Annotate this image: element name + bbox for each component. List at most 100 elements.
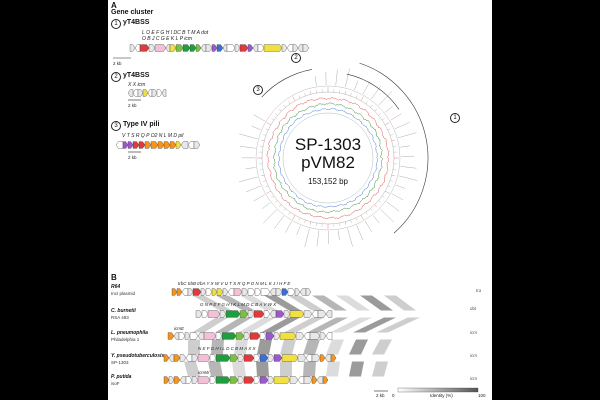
section-1-gene-24 xyxy=(286,44,294,52)
section-2-gene-labels: X X icm xyxy=(128,82,146,88)
section-1-gene-14 xyxy=(216,44,224,52)
plasmid-tick-21 xyxy=(309,221,312,225)
organism-2-sub: RSA 493 xyxy=(111,315,129,320)
section-1-gene-labels-bottom: O B J C G E K L P icm xyxy=(142,36,193,42)
homology-ribbon-1-3 xyxy=(261,317,300,333)
plasmid-annotation-leader-33 xyxy=(253,194,265,202)
plasmid-tick-7 xyxy=(381,195,385,198)
plasmid-tick-26 xyxy=(283,208,286,211)
homology-ribbon-1-1 xyxy=(215,317,252,333)
plasmid-annotation-leader-12 xyxy=(400,145,411,148)
organism-5-row-gene-20 xyxy=(316,376,324,384)
section-3-gene-5 xyxy=(144,141,152,149)
organism-1-row-gene-8 xyxy=(216,288,224,296)
figure: A Gene cluster 1 yT4BSS L O E F G H I DC… xyxy=(108,0,492,400)
plasmid-name-line1: SP-1303 xyxy=(294,135,362,154)
homology-ribbon-3-0 xyxy=(184,361,200,377)
plasmid-annotation-leader-8 xyxy=(384,106,393,113)
organism-1-row-gene-14 xyxy=(254,288,262,296)
section-2-gene-6 xyxy=(156,89,163,97)
organism-3-row-gene-14 xyxy=(273,332,281,340)
section-1-gene-22 xyxy=(263,44,283,52)
organism-1-row-gene-3 xyxy=(187,288,194,296)
homology-ribbon-3-7 xyxy=(349,361,364,377)
section-3-gene-10 xyxy=(175,141,182,149)
organism-5-row-gene-6 xyxy=(197,376,211,384)
plasmid-annotation-leader-24 xyxy=(337,230,340,241)
organism-5-genes: icmW xyxy=(198,370,210,375)
section-2-gene-1 xyxy=(132,89,139,97)
plasmid-tick-56 xyxy=(339,90,341,94)
homology-ribbon-0-4 xyxy=(288,295,324,311)
plasmid-annotation-leader-36 xyxy=(245,167,256,169)
section-3-gene-11 xyxy=(180,141,189,149)
organism-4-row-gene-18 xyxy=(305,354,313,362)
plasmid-tick-59 xyxy=(355,95,358,99)
section-3-number: 3 xyxy=(111,121,121,131)
plasmid-region-3-label: 3 xyxy=(253,85,263,95)
organism-2-row-gene-5 xyxy=(239,310,249,318)
section-1-gene-23 xyxy=(281,44,288,52)
plasmid-tick-52 xyxy=(315,90,317,94)
organism-2-row-gene-9 xyxy=(269,310,277,318)
section-2-gene-0 xyxy=(127,89,134,97)
section-1-gene-13 xyxy=(211,44,218,52)
plasmid-tick-49 xyxy=(298,95,301,99)
organism-5-side: icm xyxy=(470,376,477,381)
organism-3-row-gene-13 xyxy=(265,332,275,340)
homology-ribbon-0-3 xyxy=(264,295,301,311)
organism-2-row-gene-4 xyxy=(225,310,241,318)
plasmid-tick-30 xyxy=(266,190,271,194)
organism-5-row-gene-11 xyxy=(243,376,255,384)
organism-3-row-gene-2 xyxy=(178,332,186,340)
plasmid-annotation-leader-4 xyxy=(354,80,359,90)
plasmid-annotation-leader-22 xyxy=(356,225,363,240)
organism-1-row-gene-17 xyxy=(275,288,283,296)
panel-b-letter: B xyxy=(111,273,117,282)
plasmid-tick-70 xyxy=(392,145,396,147)
plasmid-tick-10 xyxy=(370,208,373,211)
plasmid-annotation-leader-41 xyxy=(253,114,266,122)
organism-4-row-gene-9 xyxy=(229,354,239,362)
plasmid-tick-28 xyxy=(275,200,278,203)
homology-ribbon-1-2 xyxy=(238,317,276,333)
organism-1-row-gene-10 xyxy=(227,288,235,296)
organism-3-row-gene-11 xyxy=(249,332,261,340)
organism-2-row-gene-10 xyxy=(275,310,285,318)
homology-ribbon-2-6 xyxy=(326,339,344,355)
plasmid-annotation-leader-0 xyxy=(314,75,317,86)
section-3-gene-7 xyxy=(157,141,165,149)
organism-3-sub: Philadelphia 1 xyxy=(111,337,140,342)
organism-3-row-gene-10 xyxy=(243,332,251,340)
organism-1-row-gene-16 xyxy=(269,288,277,296)
plasmid-tick-40 xyxy=(263,134,267,136)
organism-4-row-gene-4 xyxy=(185,354,193,362)
homology-ribbon-3-8 xyxy=(372,361,388,377)
plasmid-tick-42 xyxy=(266,122,271,126)
plasmid-tick-29 xyxy=(271,195,275,198)
section-1-gene-2 xyxy=(139,44,150,52)
plasmid-tick-11 xyxy=(365,211,368,215)
organism-5-sub: isoF xyxy=(111,381,120,386)
organism-3-row-gene-7 xyxy=(215,332,223,340)
plasmid-annotation-leader-7 xyxy=(378,91,392,106)
section-1-gene-12 xyxy=(205,44,213,52)
organism-3-row-gene-1 xyxy=(173,332,180,340)
organism-4-row-gene-3 xyxy=(179,354,187,362)
homology-ribbon-2-5 xyxy=(303,339,320,355)
plasmid-name-line2: pVM82 xyxy=(301,153,355,172)
plasmid-annotation-leader-23 xyxy=(347,228,353,247)
organism-1-row-gene-6 xyxy=(205,288,213,296)
plasmid-tick-38 xyxy=(260,145,264,147)
section-1-gene-4 xyxy=(154,44,167,52)
homology-ribbon-3-2 xyxy=(232,361,246,377)
organism-3-row-gene-0 xyxy=(167,332,175,340)
organism-4-row-gene-7 xyxy=(209,354,217,362)
homology-ribbon-1-7 xyxy=(353,317,396,333)
organism-1-row-gene-20 xyxy=(294,288,301,296)
plasmid-tick-4 xyxy=(389,180,393,182)
section-2-title: yT4BSS xyxy=(123,72,150,79)
homology-ribbon-1-6 xyxy=(330,317,372,333)
organism-3-row-gene-3 xyxy=(184,332,191,340)
figure-graphics xyxy=(113,44,479,393)
